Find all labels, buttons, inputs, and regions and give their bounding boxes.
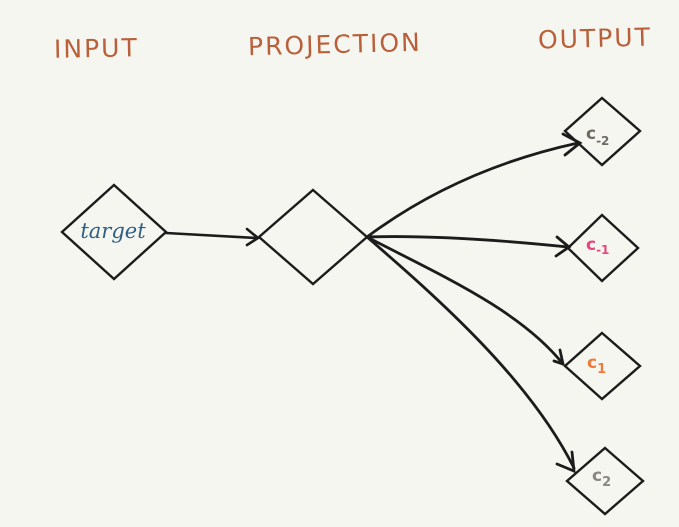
projection-node [257, 188, 369, 286]
arrowhead-c-2 [555, 450, 576, 474]
arrowhead-input-to-projection [245, 227, 261, 247]
output-label-c-minus-2: c-2 [586, 124, 609, 148]
arrowhead-c-1 [552, 348, 565, 367]
edge-projection-to-c-2 [365, 235, 576, 470]
output-node-c-2 [565, 446, 645, 516]
output-label-c-2: c2 [592, 466, 611, 490]
edge-projection-to-c-1 [365, 235, 565, 366]
input-node-label: target [80, 219, 146, 243]
output-node-c-1 [563, 331, 642, 401]
output-label-c-1: c1 [587, 353, 606, 377]
edge-input-to-projection [164, 231, 259, 240]
arrowhead-c-minus-1 [554, 235, 572, 258]
edge-projection-to-c-minus-1 [365, 235, 570, 249]
edge-projection-to-c-minus-2 [365, 141, 580, 239]
output-label-c-minus-1: c-1 [586, 235, 609, 257]
output-node-c-minus-1 [566, 213, 640, 283]
output-node-c-minus-2 [563, 96, 642, 167]
input-node [60, 183, 168, 281]
arrowhead-c-minus-2 [561, 132, 583, 157]
